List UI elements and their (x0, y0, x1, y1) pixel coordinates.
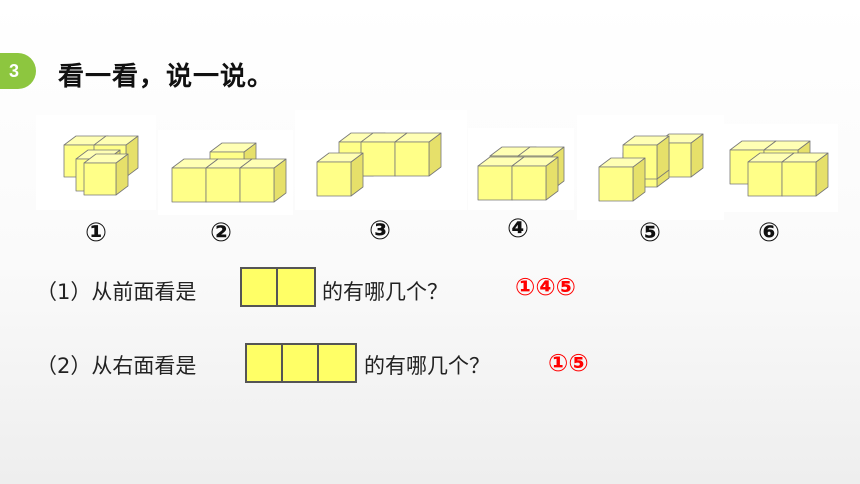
cube-face (394, 141, 430, 177)
figure-6 (722, 124, 838, 212)
cube-group-4 (477, 146, 565, 201)
cube-face (511, 165, 547, 201)
cube-drawing-4 (477, 146, 565, 201)
question-2-suffix: 的有哪几个？ (364, 354, 490, 378)
cube-group-6 (729, 140, 829, 197)
front-view-grid (240, 267, 316, 307)
cube-face (171, 167, 207, 203)
cube-group-2 (171, 142, 287, 203)
cube-group-5 (598, 133, 704, 202)
figure-label-2: ② (209, 218, 232, 248)
right-view-grid (245, 343, 357, 383)
figure-4 (468, 128, 574, 210)
cube-face (316, 161, 352, 197)
section-number-badge: 3 (0, 53, 36, 89)
cube-face (205, 167, 241, 203)
cube-face (598, 166, 634, 202)
grid-cell (283, 345, 319, 381)
cube-drawing-2 (171, 142, 287, 203)
figure-5 (577, 115, 724, 220)
grid-cell (242, 269, 278, 305)
answer-2: ①⑤ (548, 349, 589, 377)
grid-cell (247, 345, 283, 381)
section-title: 看一看，说一说。 (58, 62, 275, 92)
cube-drawing-5 (598, 133, 704, 202)
cube-group-3 (316, 132, 442, 197)
section-number: 3 (8, 60, 19, 81)
question-2-prefix: （2）从右面看是 (36, 354, 197, 378)
answer-1: ①④⑤ (515, 273, 576, 301)
cube-drawing-1 (63, 135, 139, 196)
figure-label-1: ① (84, 218, 107, 248)
grid-cell (278, 269, 314, 305)
figure-3 (295, 110, 467, 210)
grid-cell (319, 345, 355, 381)
cube-face (360, 141, 396, 177)
figure-label-4: ④ (506, 214, 529, 244)
question-1-prefix: （1）从前面看是 (36, 280, 197, 304)
figure-2 (158, 130, 293, 215)
figure-label-3: ③ (368, 216, 391, 246)
cube-drawing-3 (316, 132, 442, 197)
cube-drawing-6 (729, 140, 829, 197)
cube-face (781, 161, 817, 197)
figure-label-5: ⑤ (638, 218, 661, 248)
cube-face (239, 167, 275, 203)
cube-group-1 (63, 135, 139, 196)
cube-face (747, 161, 783, 197)
figure-label-6: ⑥ (757, 218, 780, 248)
cube-face (477, 165, 513, 201)
figure-1 (36, 115, 156, 210)
question-1-suffix: 的有哪几个？ (322, 280, 448, 304)
cube-face (83, 162, 117, 196)
